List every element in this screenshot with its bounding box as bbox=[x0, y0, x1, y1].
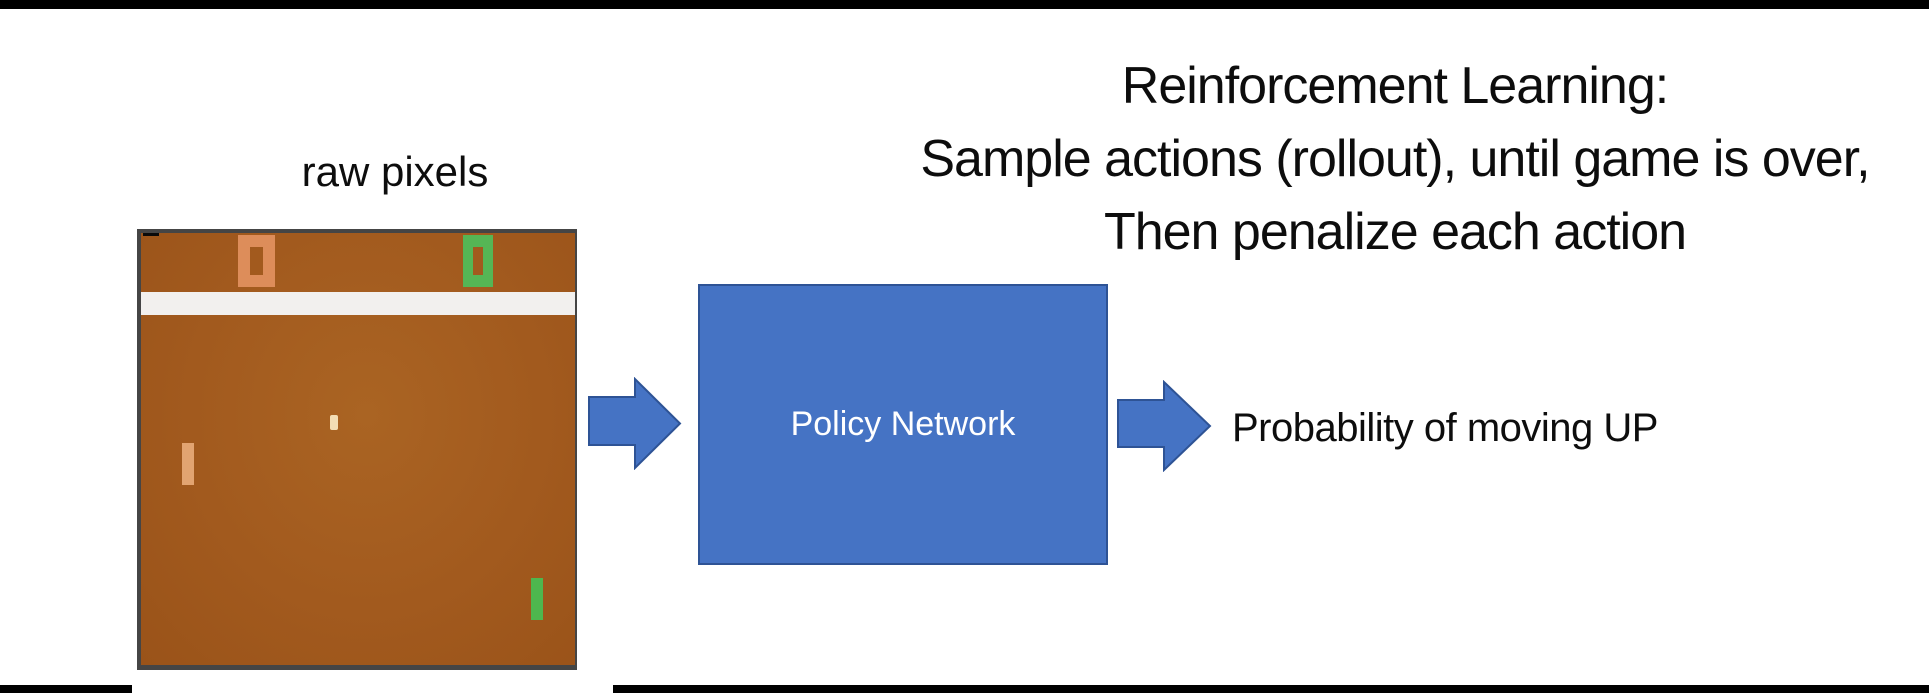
block-arrow-right-icon bbox=[1117, 380, 1212, 472]
raw-pixels-caption: raw pixels bbox=[301, 148, 489, 195]
block-arrow-right-icon bbox=[588, 377, 682, 470]
score-divider-bar bbox=[141, 292, 575, 315]
right-player-score bbox=[463, 235, 493, 287]
probability-output-label: Probability of moving UP bbox=[1232, 406, 1658, 450]
pong-ball bbox=[330, 415, 338, 430]
bottom-black-bar-right bbox=[613, 685, 1929, 693]
headline-line-3: Then penalize each action bbox=[1103, 203, 1687, 261]
headline-text: Reinforcement Learning: Sample actions (… bbox=[790, 50, 1929, 269]
headline-line-1: Reinforcement Learning: bbox=[1121, 57, 1669, 115]
right-paddle bbox=[531, 578, 543, 620]
headline-line-2: Sample actions (rollout), until game is … bbox=[920, 130, 1870, 188]
game-corner-mark bbox=[143, 233, 159, 236]
policy-network-label: Policy Network bbox=[790, 405, 1016, 443]
pong-game-screenshot bbox=[137, 229, 577, 670]
left-paddle bbox=[182, 443, 194, 485]
top-black-bar bbox=[0, 0, 1929, 9]
left-player-score bbox=[238, 235, 275, 287]
policy-network-box: Policy Network bbox=[698, 284, 1108, 565]
bottom-black-bar-left bbox=[0, 685, 132, 693]
